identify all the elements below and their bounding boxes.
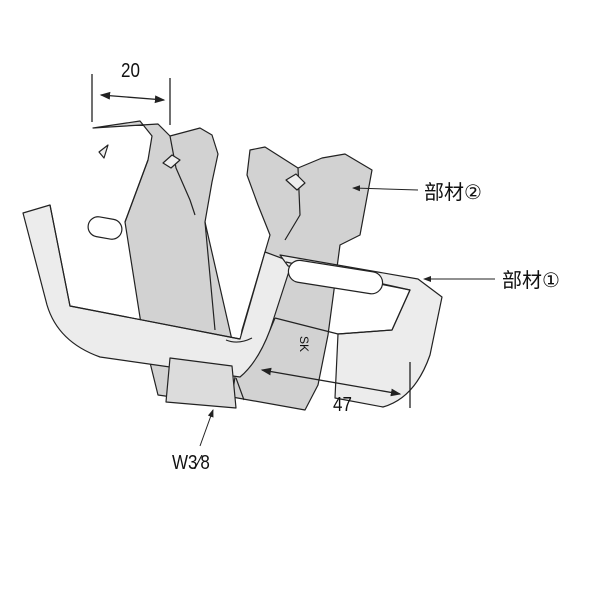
dim-bolt: W3⁄8: [172, 452, 210, 474]
dim-arrow-20: [99, 91, 166, 104]
dim-arrow-47: [260, 367, 402, 397]
leader-member-2: [352, 185, 419, 192]
dim-length-bottom: 47: [333, 394, 352, 416]
slot-right: [287, 259, 384, 295]
notch: [98, 144, 109, 159]
dim-width-top: 20: [121, 60, 140, 82]
leader-bolt: [199, 409, 214, 447]
label-member-1: 部材①: [502, 268, 560, 292]
bottom-tab: [165, 357, 237, 409]
label-member-2: 部材②: [424, 180, 482, 204]
notch: [285, 173, 306, 191]
notch: [162, 154, 181, 169]
stamp-sk: SK: [297, 336, 311, 352]
slot-left: [87, 216, 123, 240]
